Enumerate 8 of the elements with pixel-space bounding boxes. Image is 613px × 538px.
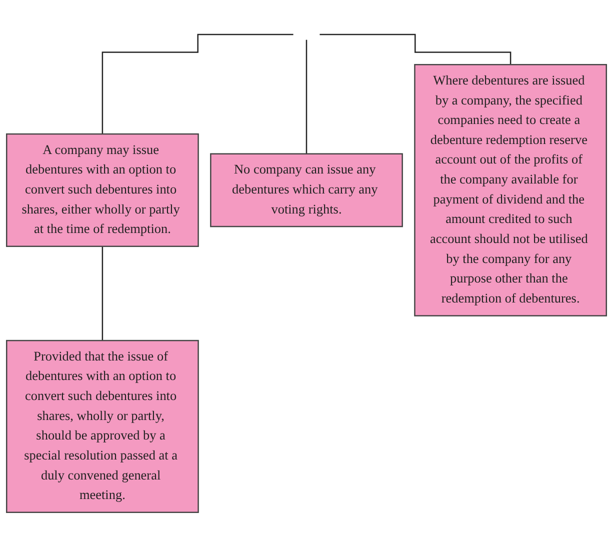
node-box: Where debentures are issued by a company, the specified companies need to create a debenture redemption reserve account out of the profits of the company available for payment of dividend and the amount credited to such account should not be utilised by the company for any purpose other than the redemption of debentures. — [414, 64, 607, 316]
connector — [306, 38, 308, 154]
connector — [320, 33, 512, 65]
node-box: Provided that the issue of debentures with an option to convert such debentures into shares, wholly or partly, should be approved by a special resolution passed at a duly convened general meeting. — [6, 339, 199, 512]
connector — [102, 245, 104, 341]
connector — [102, 33, 294, 134]
node-box: A company may issue debentures with an option to convert such debentures into shares, either wholly or partly at the time of redemption. — [6, 132, 199, 246]
node-box: No company can issue any debentures which carry any voting rights. — [210, 152, 403, 227]
